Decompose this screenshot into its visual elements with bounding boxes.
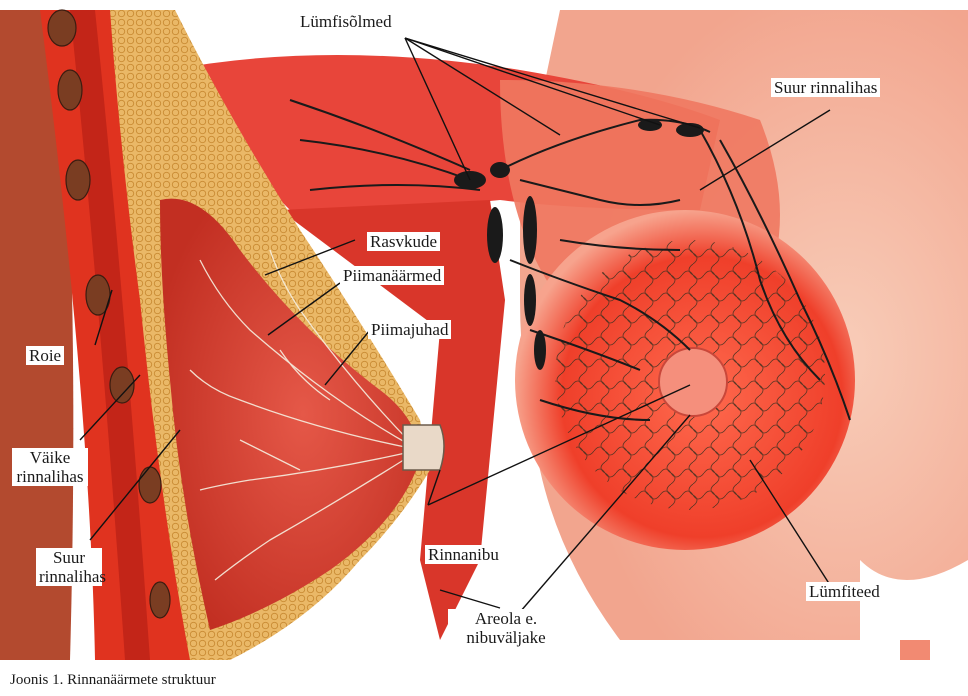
figure-caption: Joonis 1. Rinnanäärmete struktuur	[10, 672, 216, 689]
nipple-side	[403, 425, 444, 470]
label-fat-tissue: Rasvkude	[367, 232, 440, 251]
label-pectoralis-minor: Väike rinnalihas	[12, 448, 88, 486]
label-milk-ducts: Piimajuhad	[368, 320, 451, 339]
arm-bottom-patch	[900, 640, 930, 660]
label-nipple: Rinnanibu	[425, 545, 502, 564]
label-rib: Roie	[26, 346, 64, 365]
label-pectoralis-major-left: Suur rinnalihas	[36, 548, 102, 586]
label-lymph-vessels: Lümfiteed	[806, 582, 883, 601]
label-lymph-nodes: Lümfisõlmed	[297, 12, 395, 31]
areola-front	[659, 348, 727, 416]
label-mammary-glands: Piimanäärmed	[340, 266, 444, 285]
label-pectoralis-major-right: Suur rinnalihas	[771, 78, 880, 97]
label-areola: Areola e. nibuväljake	[448, 609, 564, 647]
